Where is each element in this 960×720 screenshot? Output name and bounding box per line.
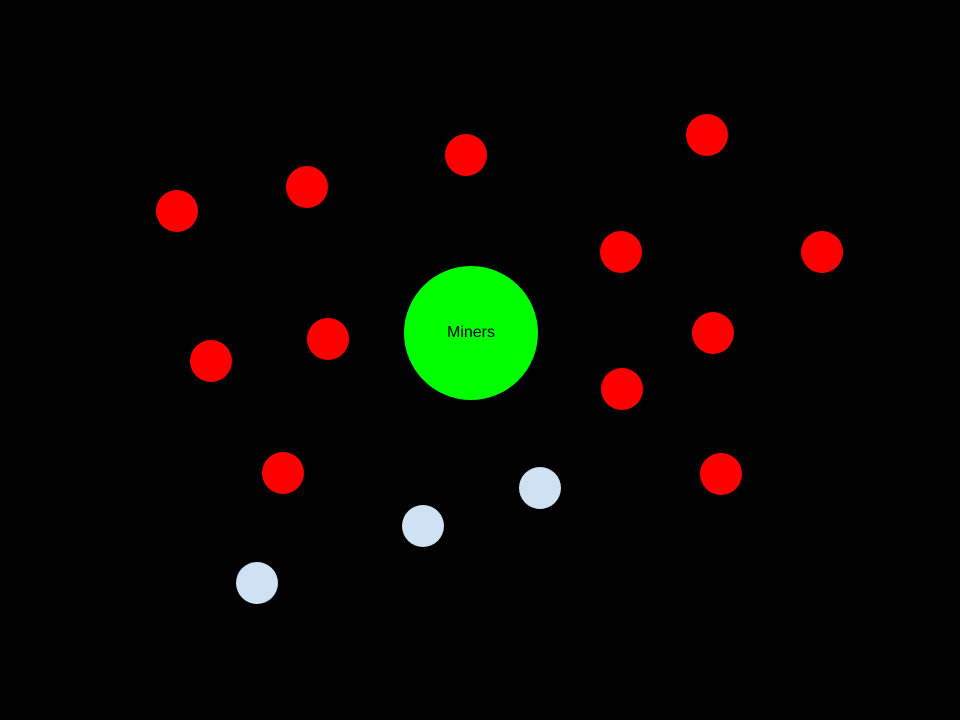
red-node: [190, 340, 232, 382]
red-node: [262, 452, 304, 494]
red-node: [156, 190, 198, 232]
blue-node: [236, 562, 278, 604]
miners-hub-node: Miners: [404, 266, 538, 400]
red-node: [307, 318, 349, 360]
red-node: [692, 312, 734, 354]
blue-node: [402, 505, 444, 547]
miners-hub-label: Miners: [446, 324, 495, 341]
red-node: [686, 114, 728, 156]
red-node: [600, 231, 642, 273]
red-node: [286, 166, 328, 208]
red-node: [601, 368, 643, 410]
blue-node: [519, 467, 561, 509]
red-node: [801, 231, 843, 273]
red-node: [445, 134, 487, 176]
red-node: [700, 453, 742, 495]
